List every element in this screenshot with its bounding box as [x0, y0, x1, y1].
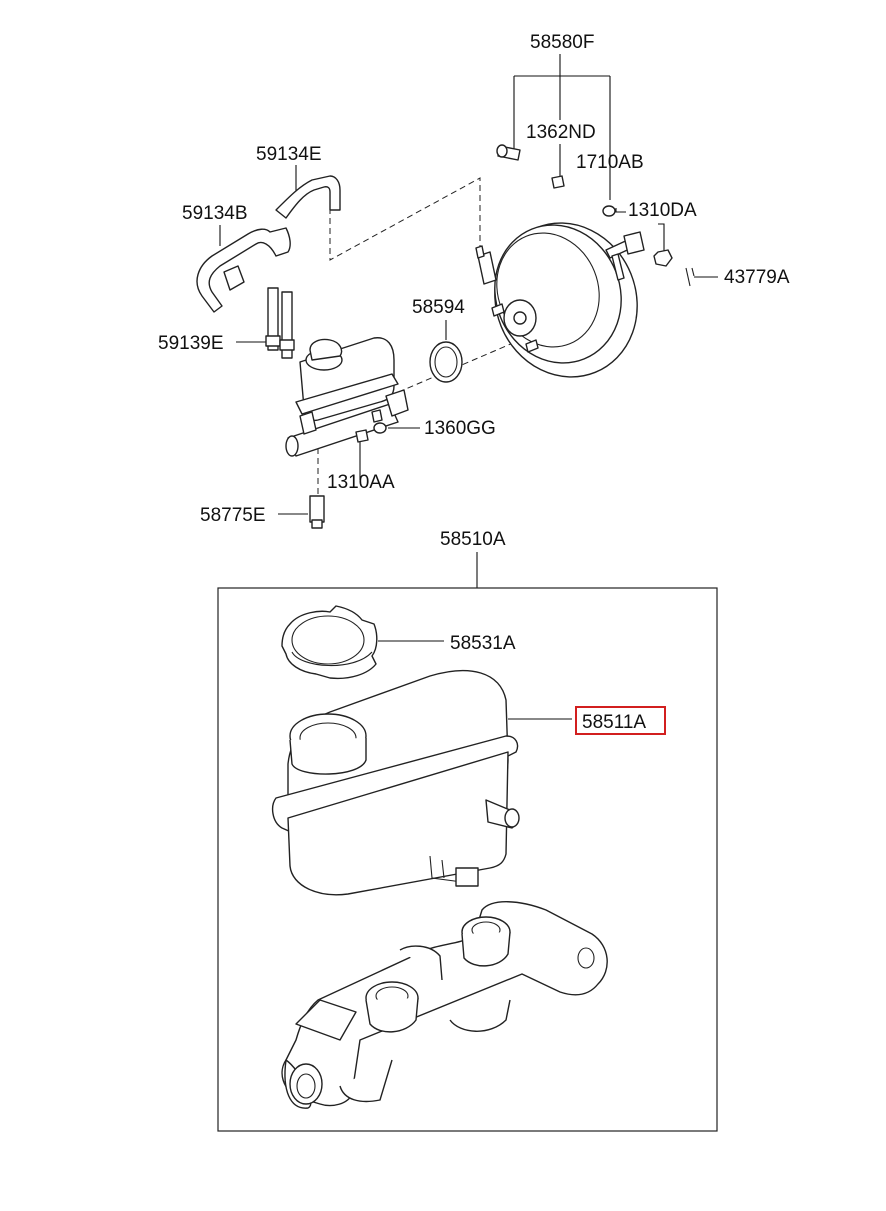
leader-lines [219, 54, 718, 720]
master-cylinder-assembly-small-icon [285, 337, 409, 457]
label-58511A[interactable]: 58511A [582, 712, 646, 733]
nut-icon [653, 249, 673, 267]
reservoir-cap-icon[interactable] [281, 605, 378, 680]
label-59134B[interactable]: 59134B [182, 203, 248, 224]
kit-box-58510A [217, 587, 718, 1132]
vacuum-hose-lower-icon [196, 227, 291, 313]
fitting-58775e-icon [309, 495, 325, 529]
reservoir-icon[interactable] [271, 669, 520, 896]
label-58580F[interactable]: 58580F [530, 32, 594, 53]
label-1360GG[interactable]: 1360GG [424, 418, 496, 439]
split-pin-icon [685, 267, 695, 287]
washer-icon [602, 205, 616, 217]
label-59134E[interactable]: 59134E [256, 144, 322, 165]
washer-1360gg-icon [373, 422, 387, 434]
label-1310DA[interactable]: 1310DA [628, 200, 697, 221]
highlight-box-58511A [575, 706, 666, 735]
vacuum-hose-upper-icon [275, 175, 341, 219]
assembly-dashed-lines [317, 177, 521, 500]
label-1362ND[interactable]: 1362ND [526, 122, 596, 143]
label-43779A[interactable]: 43779A [724, 267, 790, 288]
label-58775E[interactable]: 58775E [200, 505, 266, 526]
clip-icon [551, 175, 565, 189]
label-59139E[interactable]: 59139E [158, 333, 224, 354]
label-58510A[interactable]: 58510A [440, 529, 506, 550]
label-58594[interactable]: 58594 [412, 297, 465, 318]
master-cylinder-body-icon [281, 901, 608, 1109]
label-58531A[interactable]: 58531A [450, 633, 516, 654]
label-1310AA[interactable]: 1310AA [327, 472, 395, 493]
clevis-pin-icon [496, 144, 521, 161]
nut-1310aa-icon [355, 429, 369, 443]
connector-hoses-icon [265, 287, 295, 359]
brake-booster-icon [475, 222, 645, 378]
